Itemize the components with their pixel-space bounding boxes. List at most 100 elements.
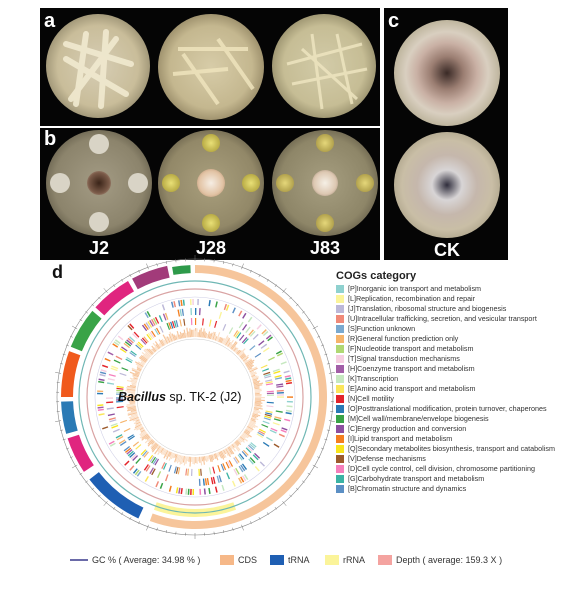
gc-content-bar <box>211 454 214 461</box>
gc-content-bar <box>243 359 248 363</box>
gc-content-bar <box>157 447 163 455</box>
gc-content-bar <box>196 456 198 464</box>
gc-content-bar <box>253 410 262 414</box>
scale-tick <box>295 303 299 307</box>
scale-tick <box>156 263 158 267</box>
cog-label: [P]Inorganic ion transport and metabolis… <box>348 284 482 293</box>
gc-content-bar <box>150 442 157 450</box>
cog-bar <box>116 385 124 388</box>
cog-bar <box>285 382 293 385</box>
scale-tick <box>66 447 69 450</box>
scale-tick <box>79 319 83 322</box>
petri-dish-b1 <box>46 130 152 236</box>
gc-content-bar <box>254 388 262 391</box>
cog-bar <box>136 470 142 477</box>
scale-tick <box>113 506 116 510</box>
cog-legend-item: [F]Nucleotide transport and metabolism <box>336 344 566 354</box>
gc-content-bar <box>246 361 254 367</box>
cog-bar <box>141 324 148 332</box>
cog-bar <box>110 367 118 372</box>
gc-content-bar <box>201 331 204 338</box>
gc-content-bar <box>126 388 136 391</box>
panel-a-label: a <box>44 10 56 32</box>
gc-content-bar <box>154 346 158 351</box>
gc-content-bar <box>253 382 264 386</box>
cog-bar <box>178 487 181 494</box>
cog-bar <box>114 339 121 344</box>
gc-content-bar <box>244 430 250 435</box>
gc-content-bar <box>200 456 203 466</box>
gc-content-bar <box>235 349 239 354</box>
cog-bar <box>125 358 133 363</box>
cog-bar <box>285 377 292 380</box>
gc-content-bar <box>129 402 136 404</box>
cog-bar <box>235 467 240 475</box>
gc-content-bar <box>212 454 216 460</box>
cog-bar <box>116 393 124 395</box>
cog-bar <box>264 375 272 379</box>
gc-content-bar <box>219 451 225 460</box>
scale-tick <box>98 296 101 300</box>
cog-legend-item: [Q]Secondary metabolites biosynthesis, t… <box>336 444 566 454</box>
cog-legend-item: [S]Function unknown <box>336 324 566 334</box>
cog-bar <box>258 340 265 346</box>
gc-content-bar <box>148 438 153 443</box>
cog-bar <box>97 404 104 407</box>
scale-tick <box>326 363 330 365</box>
gc-content-bar <box>144 435 150 440</box>
fungal-colony-center <box>312 170 338 196</box>
cog-bar <box>249 345 256 351</box>
cog-bar <box>265 410 273 414</box>
scale-tick <box>250 269 252 273</box>
cog-legend-item: [U]Intracellular trafficking, secretion,… <box>336 314 566 324</box>
scale-tick <box>223 529 225 534</box>
cog-bar <box>270 427 278 432</box>
gc-content-bar <box>200 327 203 338</box>
cog-bar <box>177 309 181 317</box>
cog-bar <box>248 444 255 451</box>
gc-content-bar <box>159 342 163 348</box>
scale-tick <box>274 284 277 288</box>
gc-content-bar <box>148 348 154 355</box>
gc-content-bar <box>218 336 222 343</box>
gc-content-bar <box>208 333 212 339</box>
gc-content-bar <box>129 377 138 381</box>
gc-content-bar <box>151 345 157 352</box>
gc-content-bar <box>131 367 141 373</box>
gc-content-bar <box>209 332 213 340</box>
legend-rrna-label: rRNA <box>343 555 365 565</box>
cog-bar <box>152 457 158 465</box>
gc-content-bar <box>227 341 231 347</box>
gc-content-bar <box>170 452 175 460</box>
cog-bar <box>248 329 254 336</box>
gc-content-bar <box>147 439 154 445</box>
bacterial-streaks-a3 <box>286 33 368 110</box>
cog-bar <box>133 331 140 338</box>
contig-arc <box>67 434 94 472</box>
gc-content-bar <box>245 359 255 366</box>
gc-content-bar <box>214 336 218 341</box>
cog-bar <box>242 324 248 331</box>
gc-content-bar <box>155 344 160 350</box>
cog-bar <box>149 331 155 339</box>
cog-bar <box>234 331 240 338</box>
gc-content-bar <box>238 437 245 443</box>
cog-bar <box>127 450 134 457</box>
cog-bar <box>198 478 201 486</box>
contig-arc <box>61 351 81 397</box>
bacterial-colony <box>89 134 109 154</box>
gc-content-bar <box>185 332 188 338</box>
scale-tick <box>321 447 324 450</box>
cog-bar <box>113 359 121 364</box>
cog-bar <box>276 389 284 392</box>
cog-bar <box>266 394 274 396</box>
gc-content-bar <box>225 448 232 458</box>
cog-legend-item: [M]Cell wall/membrane/envelope biogenesi… <box>336 414 566 424</box>
cog-swatch <box>336 444 344 453</box>
cog-bar <box>107 351 114 356</box>
cog-bar <box>264 413 272 417</box>
gc-content-bar <box>247 425 254 431</box>
cog-label: [B]Chromatin structure and dynamics <box>348 483 467 493</box>
gc-content-bar <box>239 436 245 441</box>
cog-bar <box>215 301 218 308</box>
